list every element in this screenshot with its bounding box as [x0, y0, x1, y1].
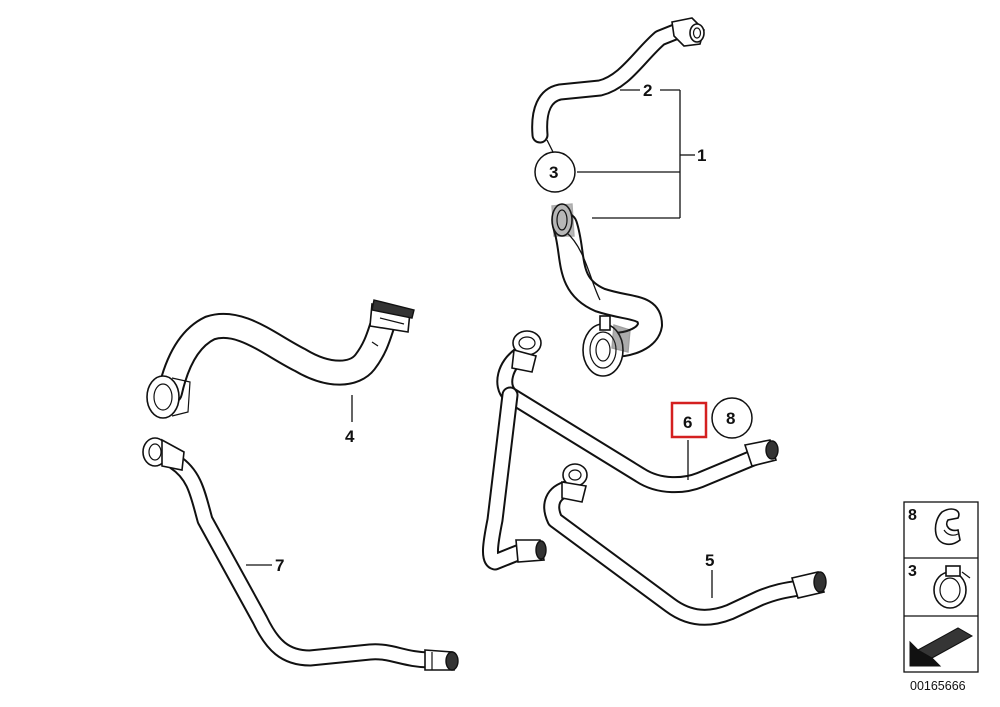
document-number: 00165666 [910, 679, 966, 693]
hose-connector-icon [790, 571, 827, 599]
hose-connector-icon [142, 437, 185, 471]
legend-number-8: 8 [908, 507, 917, 524]
callout-circle-8: 8 [711, 397, 753, 439]
legend-item-arrow[interactable] [909, 627, 974, 667]
hose-clamp-icon [933, 565, 971, 609]
hose-connector-icon [551, 203, 575, 237]
hose-clip-icon [934, 508, 961, 546]
hose-connector-icon [424, 649, 459, 671]
leader-lines [246, 89, 713, 598]
highlighted-part-label-6[interactable]: 6 [670, 401, 708, 439]
hose-part-4[interactable] [146, 299, 415, 419]
hose-part-7[interactable] [142, 437, 459, 671]
legend-item-3[interactable]: 3 [908, 563, 971, 609]
hose-part-6[interactable] [482, 330, 779, 571]
hose-connector-icon [369, 299, 415, 347]
part-label-1: 1 [697, 146, 706, 165]
hose-connector-icon [561, 463, 588, 503]
hose-part-2[interactable] [531, 17, 705, 144]
hose-connector-icon [671, 17, 705, 47]
hose-part-5[interactable] [543, 463, 827, 626]
direction-arrow-icon [909, 627, 974, 667]
part-label-2: 2 [643, 81, 652, 100]
legend-item-8[interactable]: 8 [908, 507, 961, 546]
hose-connector-icon [511, 330, 542, 373]
part-label-3: 3 [549, 163, 558, 182]
legend-panel: 8 3 [903, 501, 979, 673]
part-label-4: 4 [345, 427, 355, 446]
hose-clamp-icon [146, 375, 191, 419]
part-label-5: 5 [705, 551, 714, 570]
part-label-7: 7 [275, 556, 284, 575]
callout-circle-3: 3 [534, 151, 576, 193]
hose-connector-icon [515, 539, 547, 563]
part-label-8: 8 [726, 409, 735, 428]
hose-clamp-icon [582, 315, 631, 377]
part-label-6: 6 [683, 413, 692, 432]
hose-connector-icon [743, 439, 779, 467]
hose-part-1[interactable] [551, 203, 663, 377]
legend-number-3: 3 [908, 563, 917, 580]
